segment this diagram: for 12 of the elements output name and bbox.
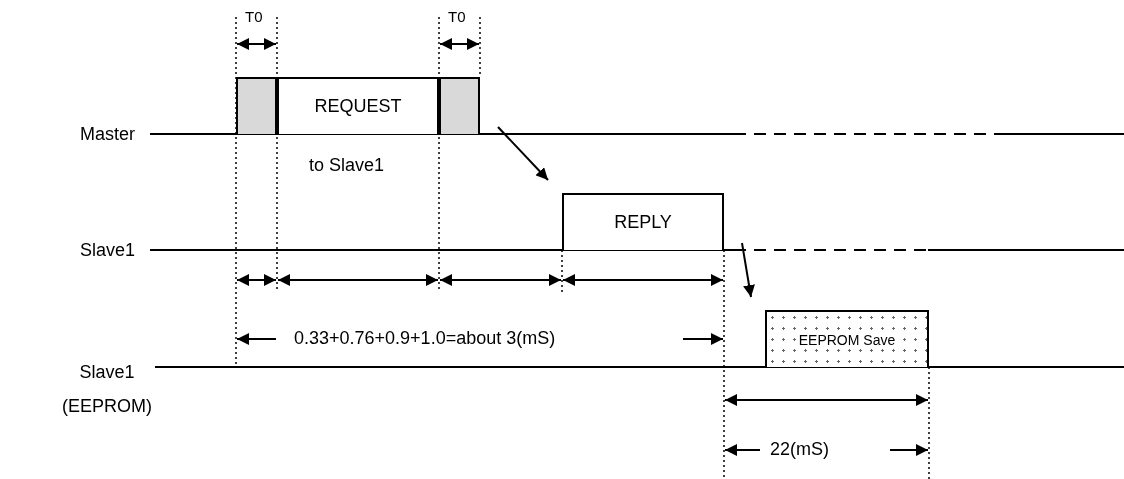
signal-pulse (562, 193, 724, 250)
dimension-label: 0.33+0.76+0.9+1.0=about 3(mS) (294, 328, 556, 349)
pulse-label: REQUEST (313, 96, 403, 117)
signal-pulse (236, 77, 277, 134)
signal-name: Slave1 (EEPROM) (62, 361, 152, 418)
pulse-label: REPLY (613, 212, 673, 233)
signal-pulse (439, 77, 480, 134)
arrow (497, 126, 549, 181)
signal-pulse (277, 77, 439, 134)
arrow (741, 242, 755, 298)
eeprom-save-pulse (765, 310, 929, 367)
dimension-label: 22(mS) (770, 439, 829, 460)
